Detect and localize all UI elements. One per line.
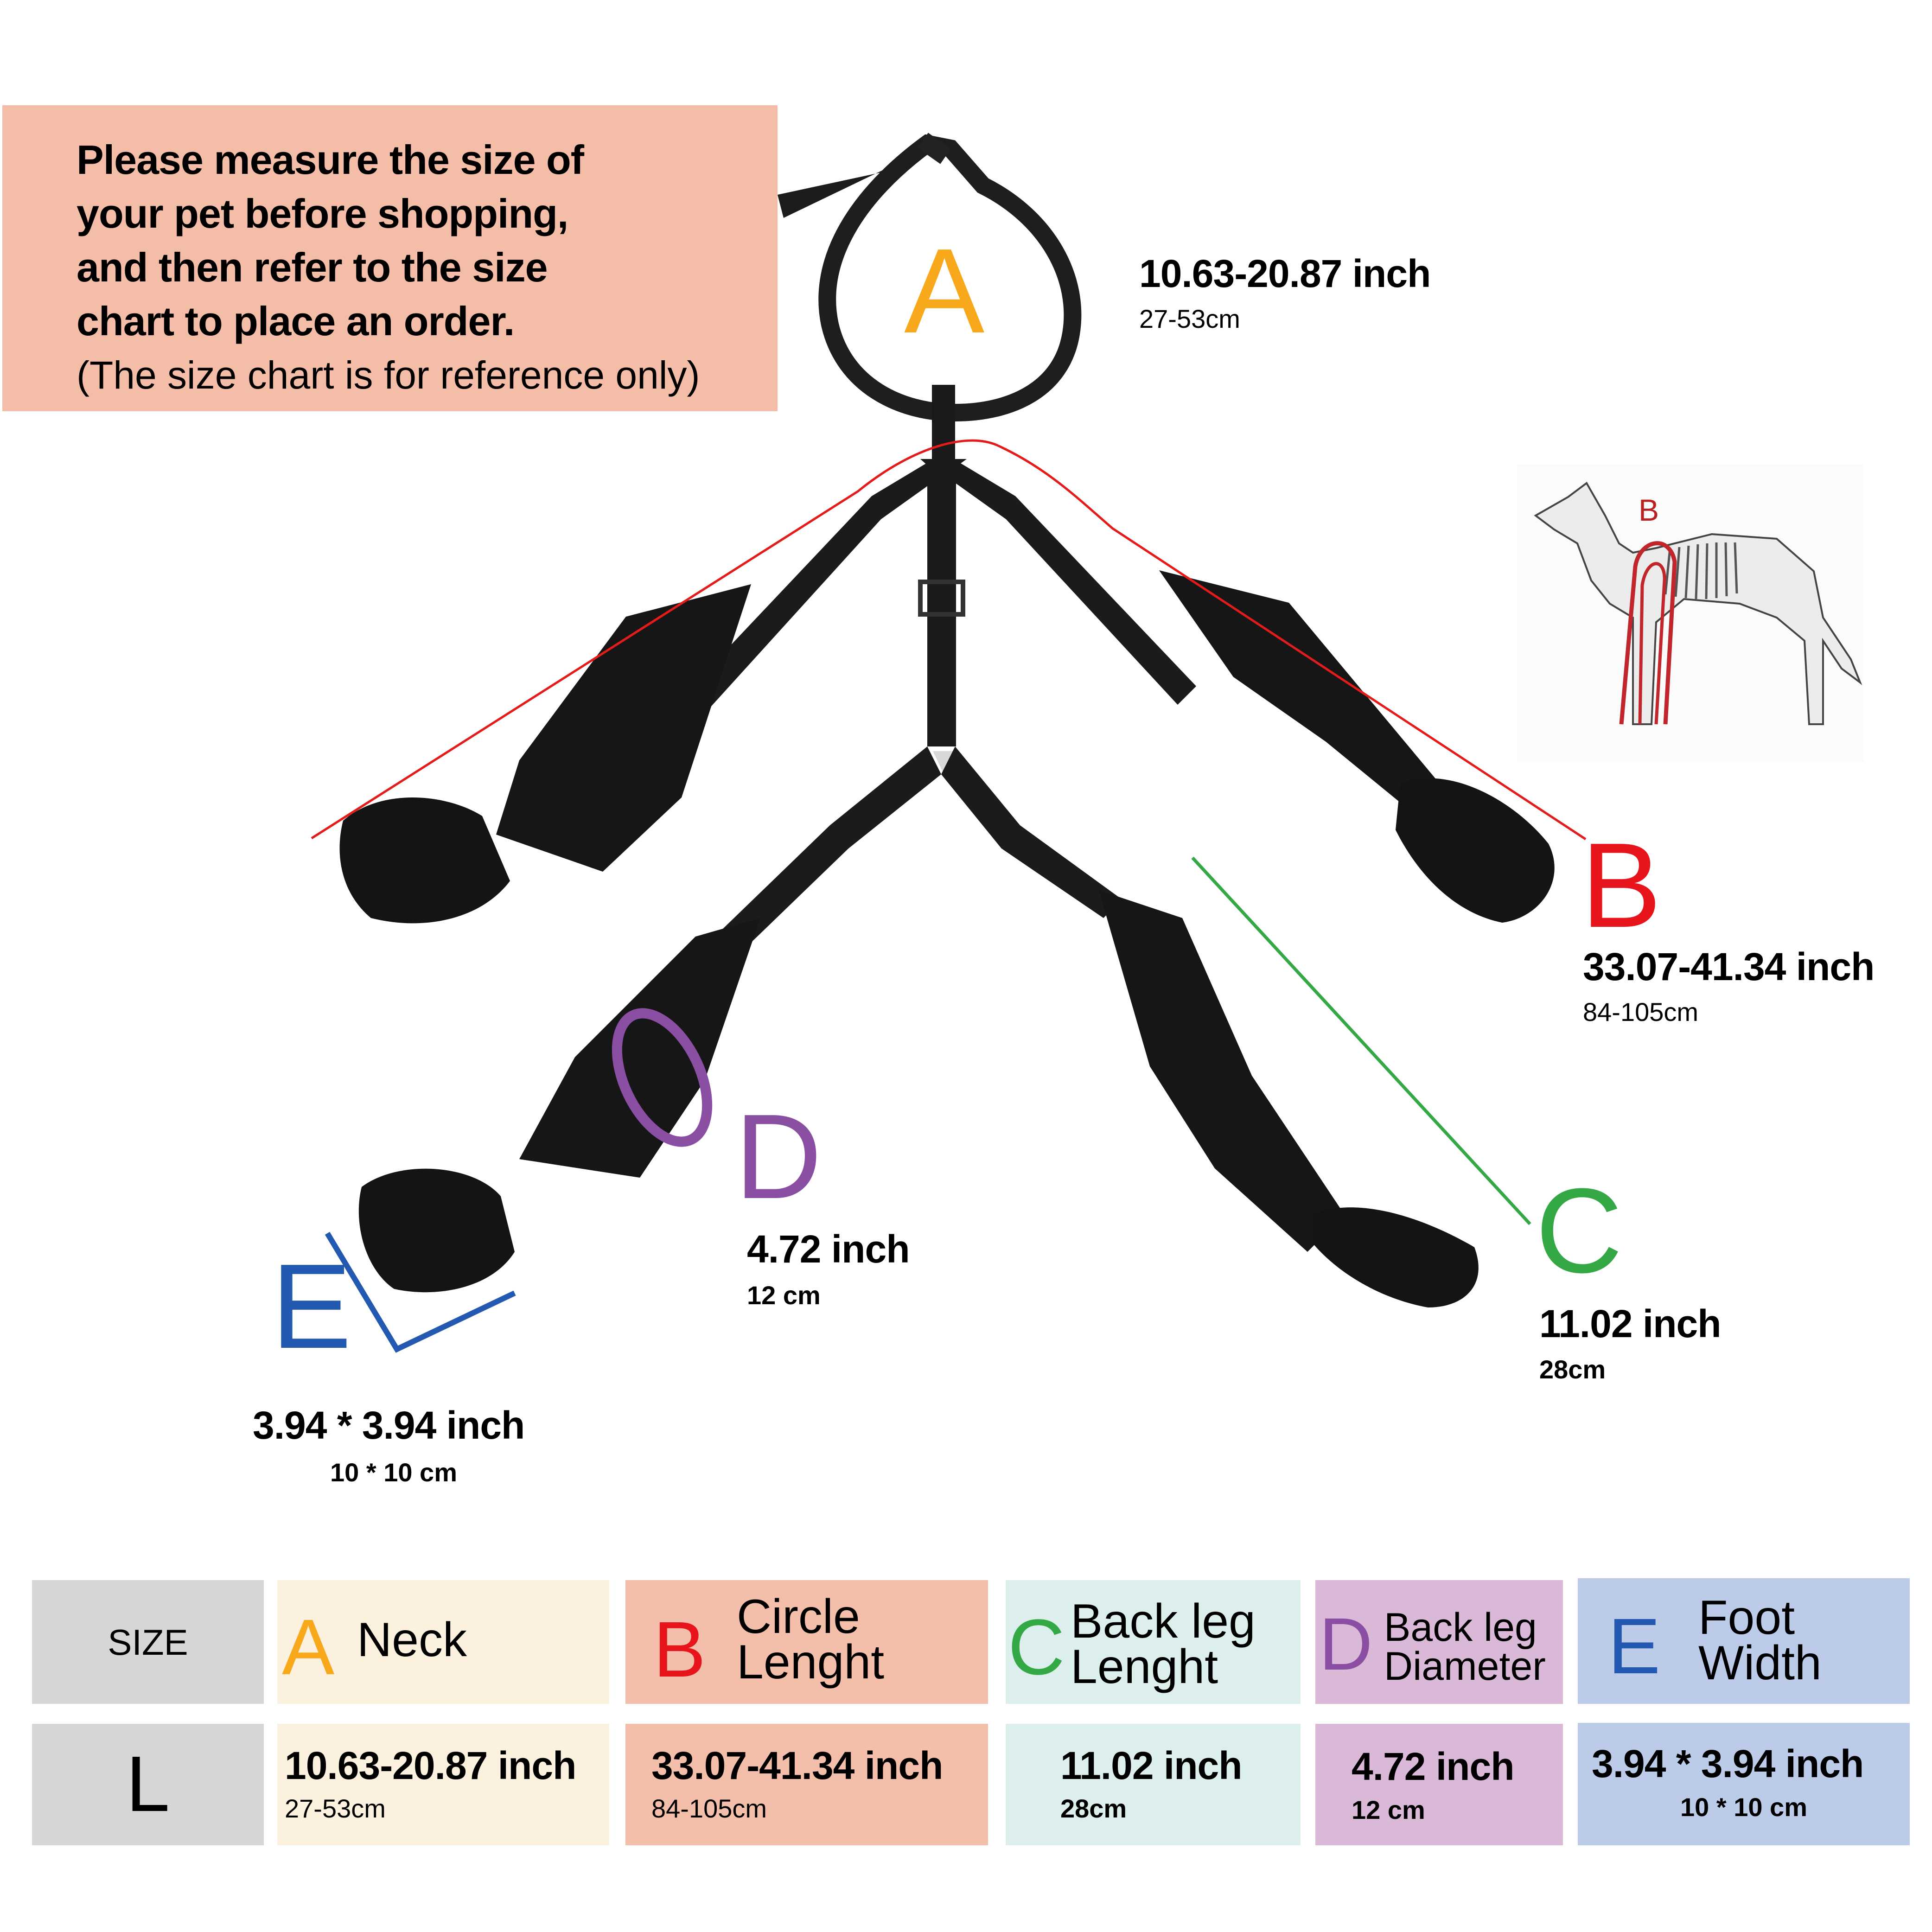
measure-c-inch: 11.02 inch <box>1539 1302 1722 1345</box>
measure-a-inch: 10.63-20.87 inch <box>1139 252 1431 295</box>
header-letter-a: A <box>282 1603 335 1691</box>
circle-length-cm: 84-105cm <box>651 1794 767 1823</box>
measure-b-cm: 84-105cm <box>1583 997 1699 1027</box>
size-header-cell: SIZE <box>32 1580 264 1704</box>
dog-skeleton-illustration: B <box>1517 465 1864 762</box>
dog-label-b: B <box>1639 493 1659 527</box>
label-e: E <box>271 1239 352 1374</box>
foot-width-inch: 3.94 * 3.94 inch <box>1592 1742 1864 1785</box>
header-label-circle: Circle <box>737 1590 860 1644</box>
header-letter-d: D <box>1319 1602 1373 1685</box>
back-leg-diameter-inch: 4.72 inch <box>1352 1745 1515 1788</box>
measure-e-cm: 10 * 10 cm <box>330 1458 457 1487</box>
measure-b-inch: 33.07-41.34 inch <box>1583 945 1875 988</box>
value-cell-neck: 10.63-20.87 inch 27-53cm <box>277 1724 609 1845</box>
size-header: SIZE <box>108 1622 188 1663</box>
size-value: L <box>126 1740 170 1828</box>
back-leg-diameter-cm: 12 cm <box>1352 1795 1425 1824</box>
header-label-foot: Foot <box>1698 1591 1795 1645</box>
value-cell-back-leg-diameter: 4.72 inch 12 cm <box>1315 1724 1563 1845</box>
circle-length-inch: 33.07-41.34 inch <box>651 1744 943 1787</box>
header-cell-back-leg-diameter: D Back leg Diameter <box>1315 1580 1563 1704</box>
header-label-width: Width <box>1698 1636 1822 1690</box>
header-cell-neck: A Neck <box>277 1580 609 1704</box>
label-b: B <box>1581 818 1662 953</box>
notice-line: and then refer to the size <box>77 244 548 290</box>
header-cell-circle-length: B Circle Lenght <box>625 1580 988 1704</box>
notice-line: Please measure the size of <box>77 137 584 183</box>
back-leg-length-cm: 28cm <box>1060 1794 1127 1823</box>
notice-disclaimer: (The size chart is for reference only) <box>77 353 700 397</box>
neck-inch: 10.63-20.87 inch <box>285 1744 576 1787</box>
value-cell-back-leg-length: 11.02 inch 28cm <box>1006 1724 1301 1845</box>
value-cell-foot-width: 3.94 * 3.94 inch 10 * 10 cm <box>1578 1723 1910 1845</box>
measure-e-inch: 3.94 * 3.94 inch <box>253 1403 525 1447</box>
header-letter-e: E <box>1608 1602 1661 1690</box>
header-label-back-leg: Back leg <box>1071 1594 1256 1648</box>
header-cell-foot-width: E Foot Width <box>1578 1578 1910 1704</box>
header-letter-c: C <box>1008 1603 1065 1691</box>
foot-width-cm: 10 * 10 cm <box>1680 1792 1807 1822</box>
label-d: D <box>735 1090 822 1224</box>
header-label-neck: Neck <box>357 1613 467 1667</box>
dog-icon <box>1534 482 1862 725</box>
harness-illustration <box>311 133 1587 1353</box>
label-c: C <box>1536 1164 1623 1298</box>
header-label-length: Lenght <box>737 1635 885 1689</box>
header-label-back-leg: Back leg <box>1384 1605 1537 1650</box>
header-label-diameter: Diameter <box>1384 1644 1546 1689</box>
label-a: A <box>904 224 985 358</box>
size-value-cell: L <box>32 1724 264 1845</box>
measure-c-cm: 28cm <box>1539 1355 1606 1384</box>
measure-d-inch: 4.72 inch <box>747 1227 910 1271</box>
measure-d-cm: 12 cm <box>747 1281 821 1310</box>
measure-a-cm: 27-53cm <box>1139 304 1240 333</box>
notice-line: your pet before shopping, <box>77 191 568 236</box>
value-cell-circle-length: 33.07-41.34 inch 84-105cm <box>625 1724 988 1845</box>
notice-line: chart to place an order. <box>77 298 515 344</box>
header-letter-b: B <box>653 1606 706 1694</box>
neck-cm: 27-53cm <box>285 1794 386 1823</box>
measure-notice: Please measure the size of your pet befo… <box>2 105 778 411</box>
header-cell-back-leg-length: C Back leg Lenght <box>1006 1580 1301 1704</box>
back-leg-length-inch: 11.02 inch <box>1060 1744 1243 1787</box>
header-label-length: Lenght <box>1071 1640 1218 1694</box>
